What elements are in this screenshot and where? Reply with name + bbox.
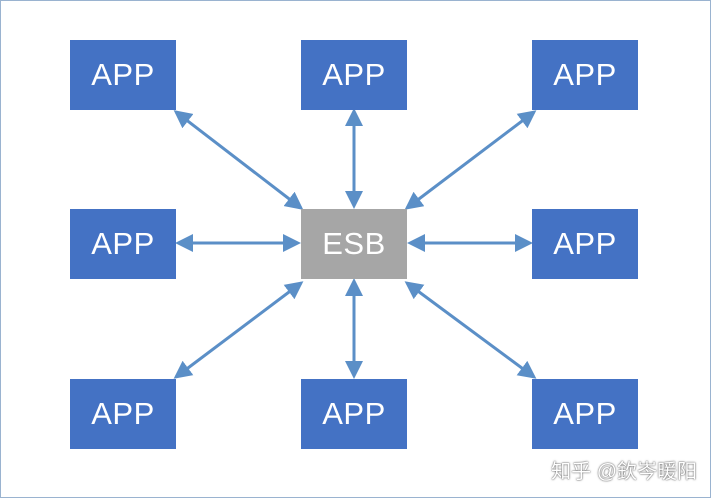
app-box-middle-right: APP (532, 209, 638, 279)
arrow-top-left (173, 110, 304, 210)
app-box-bottom-right: APP (532, 379, 638, 449)
app-box-middle-left: APP (70, 209, 176, 279)
app-label: APP (553, 57, 617, 92)
app-label: APP (322, 396, 386, 431)
app-box-top-center: APP (301, 40, 407, 110)
arrow-bottom-right (404, 281, 537, 379)
arrow-bottom-left (173, 281, 304, 379)
app-box-bottom-left: APP (70, 379, 176, 449)
app-label: APP (553, 226, 617, 261)
watermark: 知乎 @欽岑暖阳 (551, 461, 697, 483)
app-box-top-left: APP (70, 40, 176, 110)
app-label: APP (91, 226, 155, 261)
esb-box: ESB (301, 209, 407, 279)
app-label: APP (553, 396, 617, 431)
esb-label: ESB (322, 226, 386, 261)
app-label: APP (91, 57, 155, 92)
app-box-bottom-center: APP (301, 379, 407, 449)
app-label: APP (91, 396, 155, 431)
app-label: APP (322, 57, 386, 92)
app-box-top-right: APP (532, 40, 638, 110)
arrow-top-right (404, 110, 537, 210)
